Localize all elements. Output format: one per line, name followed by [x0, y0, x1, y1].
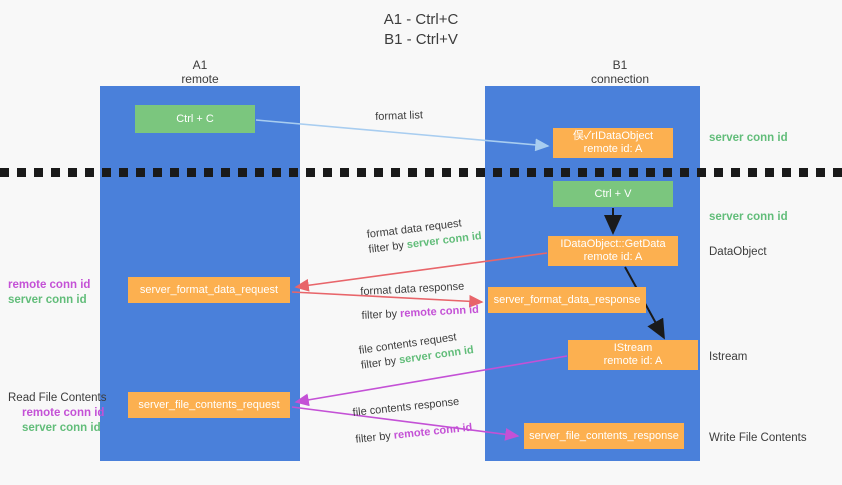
- label-write-file-contents: Write File Contents: [709, 432, 807, 444]
- edge-label-file-contents-request: file contents request filter by server c…: [358, 328, 475, 374]
- filter-by-prefix: filter by: [354, 429, 395, 446]
- node-ctrl-c[interactable]: Ctrl + C: [135, 105, 255, 133]
- column-header-a1: A1 remote: [120, 58, 280, 86]
- label-remote-conn-id: remote conn id: [22, 407, 105, 419]
- node-istream-line2: remote id: A: [603, 355, 663, 367]
- node-server-format-data-response-label: server_format_data_response: [493, 293, 641, 306]
- label-read-file-contents: Read File Contents: [8, 392, 107, 404]
- edge-label-format-data-response-l2: filter by remote conn id: [361, 303, 479, 324]
- label-server-conn-id: server conn id: [22, 422, 101, 434]
- node-server-file-contents-response[interactable]: server_file_contents_response: [524, 423, 684, 449]
- divider-dashed-line: [0, 168, 842, 177]
- column-a1-name: A1: [192, 58, 208, 72]
- node-getdata-line1: IDataObject::GetData: [560, 238, 666, 250]
- node-istream-line1: IStream: [613, 342, 653, 354]
- edge-label-file-contents-response: file contents response filter by remote …: [352, 394, 473, 448]
- edge-label-format-data-response-l1: format data response: [360, 280, 465, 298]
- node-getdata[interactable]: IDataObject::GetData remote id: A: [548, 236, 678, 266]
- filter-by-prefix: filter by: [367, 239, 408, 256]
- column-header-b1: B1 connection: [520, 58, 720, 86]
- label-server-conn-id: server conn id: [8, 294, 87, 306]
- column-b1-name: B1: [612, 58, 628, 72]
- page-title: A1 - Ctrl+C B1 - Ctrl+V: [0, 10, 842, 50]
- node-getdata-line2: remote id: A: [583, 251, 643, 263]
- column-b1-role: connection: [590, 72, 650, 86]
- label-remote-conn-id: remote conn id: [8, 279, 91, 291]
- edge-label-file-contents-response-l2: filter by remote conn id: [355, 421, 473, 448]
- filter-by-prefix: filter by: [361, 307, 401, 322]
- node-istream[interactable]: IStream remote id: A: [568, 340, 698, 370]
- node-server-format-data-request[interactable]: server_format_data_request: [128, 277, 290, 303]
- label-conn-ids-upper: remote conn id server conn id: [8, 278, 90, 308]
- remote-conn-id-key: remote conn id: [399, 303, 480, 320]
- label-server-conn-id-top: server conn id: [709, 132, 788, 144]
- node-server-file-contents-request[interactable]: server_file_contents_request: [128, 392, 290, 418]
- filter-by-prefix: filter by: [360, 354, 401, 372]
- column-a1-role: remote: [181, 72, 219, 86]
- node-server-format-data-response[interactable]: server_format_data_response: [488, 287, 646, 313]
- label-server-conn-id-mid: server conn id: [709, 211, 788, 223]
- node-idataobject-line1: 俣✓rIDataObject: [572, 130, 654, 142]
- node-ctrl-v-label: Ctrl + V: [594, 187, 632, 200]
- node-server-file-contents-response-label: server_file_contents_response: [529, 429, 679, 442]
- node-server-file-contents-request-label: server_file_contents_request: [138, 398, 280, 411]
- label-dataobject: DataObject: [709, 246, 767, 258]
- node-ctrl-c-label: Ctrl + C: [176, 112, 214, 125]
- label-istream: Istream: [709, 351, 748, 363]
- remote-conn-id-key: remote conn id: [393, 421, 473, 442]
- node-server-format-data-request-label: server_format_data_request: [139, 283, 279, 296]
- edge-label-format-data-response: format data response filter by remote co…: [360, 279, 479, 324]
- title-line-2: B1 - Ctrl+V: [384, 31, 458, 48]
- node-idataobject-line2: remote id: A: [583, 143, 643, 155]
- title-line-1: A1 - Ctrl+C: [383, 11, 459, 28]
- label-read-file-contents-group: Read File Contents remote conn id server…: [8, 391, 106, 436]
- edge-label-format-data-request: format data request filter by server con…: [366, 214, 483, 258]
- edge-label-format-list-text: format list: [375, 109, 424, 123]
- node-idataobject[interactable]: 俣✓rIDataObject remote id: A: [553, 128, 673, 158]
- edge-label-file-contents-response-l1: file contents response: [352, 395, 460, 419]
- edge-label-format-list: format list: [375, 108, 423, 125]
- node-ctrl-v[interactable]: Ctrl + V: [553, 181, 673, 207]
